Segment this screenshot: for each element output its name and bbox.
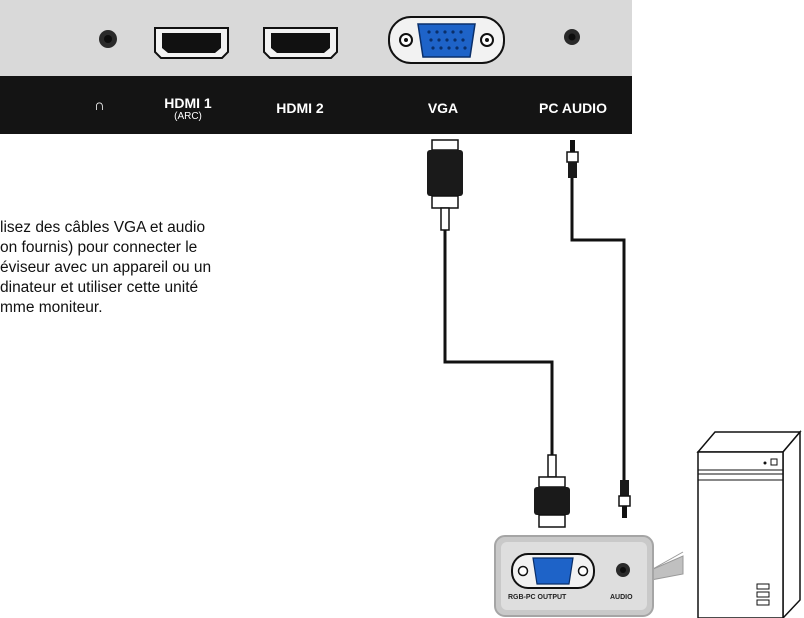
audio-cable (566, 140, 631, 518)
headphone-jack (99, 30, 117, 48)
pc-audio-jack (564, 29, 580, 45)
vga-port (388, 16, 505, 64)
hdmi1-label-text: HDMI 1 (164, 95, 212, 111)
instruction-line: dinateur et utiliser cette unité (0, 279, 199, 296)
instruction-line: lisez des câbles VGA et audio (0, 219, 206, 236)
pc-audio-label: PC AUDIO (539, 100, 607, 116)
rgb-pc-output-label: RGB-PC OUTPUT (508, 594, 567, 601)
instruction-text: lisez des câbles VGA et audio on fournis… (0, 218, 310, 318)
computer-tower (696, 429, 802, 618)
hdmi2-port (263, 27, 338, 59)
tv-port-label-bar: ∩ HDMI 1 (ARC) HDMI 2 VGA PC AUDIO (0, 76, 632, 134)
vga-label: VGA (427, 100, 459, 116)
instruction-line: mme moniteur. (0, 299, 103, 316)
pc-audio-port-label: AUDIO (610, 594, 633, 601)
instruction-line: on fournis) pour connecter le (0, 239, 198, 256)
vga-cable (427, 139, 570, 528)
pc-port-panel (494, 535, 684, 617)
hdmi2-label: HDMI 2 (276, 100, 324, 116)
hdmi1-label: HDMI 1 (ARC) (158, 95, 218, 122)
instruction-line: éviseur avec un appareil ou un (0, 259, 212, 276)
hdmi1-port (154, 27, 229, 59)
headphone-icon: ∩ (94, 97, 105, 114)
hdmi1-arc-label: (ARC) (174, 111, 202, 122)
